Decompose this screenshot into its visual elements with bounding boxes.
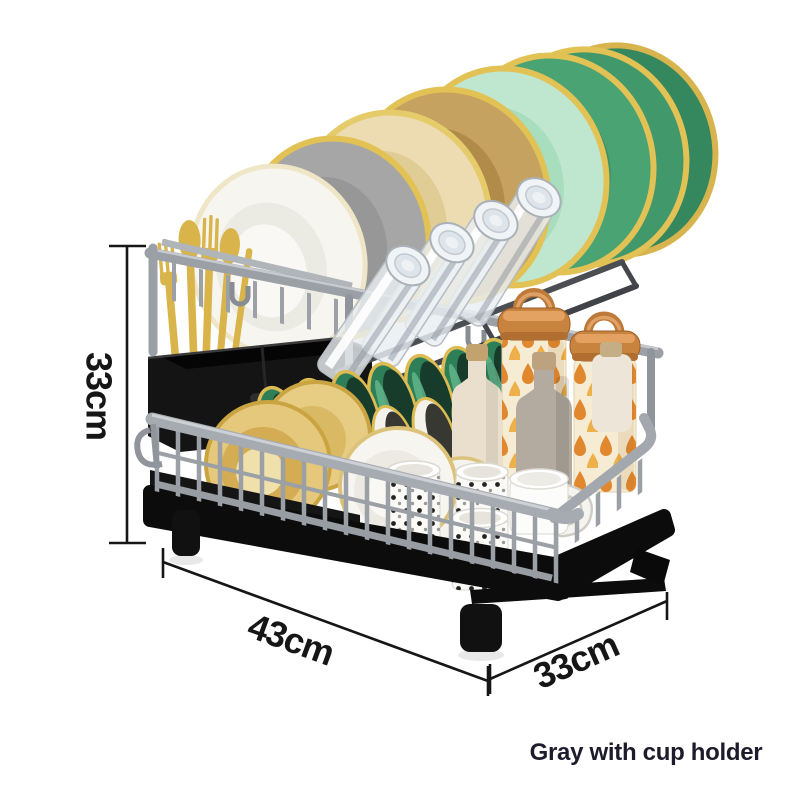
shaker-bottle (592, 342, 632, 432)
lower-basket-frame (134, 412, 657, 584)
cream-bottle (452, 344, 502, 484)
width-dimension-label: 43cm (243, 605, 340, 674)
depth-dimension (488, 592, 669, 694)
depth-dimension-label: 33cm (527, 624, 624, 697)
drain-spout (630, 548, 670, 586)
corner-hook-wire (134, 427, 163, 468)
variant-label: Gray with cup holder (529, 739, 763, 766)
width-dimension-line (162, 560, 489, 683)
taupe-bottle (516, 352, 572, 500)
bottles (452, 344, 572, 500)
height-dimension-label: 33cm (78, 352, 119, 440)
tray-support-bar (470, 578, 666, 604)
tray-foot (460, 604, 502, 652)
width-dimension (161, 548, 490, 696)
tray-foot (172, 510, 200, 556)
drinking-glasses (317, 177, 562, 388)
depth-dimension-line (489, 599, 668, 681)
height-dimension (109, 244, 146, 545)
